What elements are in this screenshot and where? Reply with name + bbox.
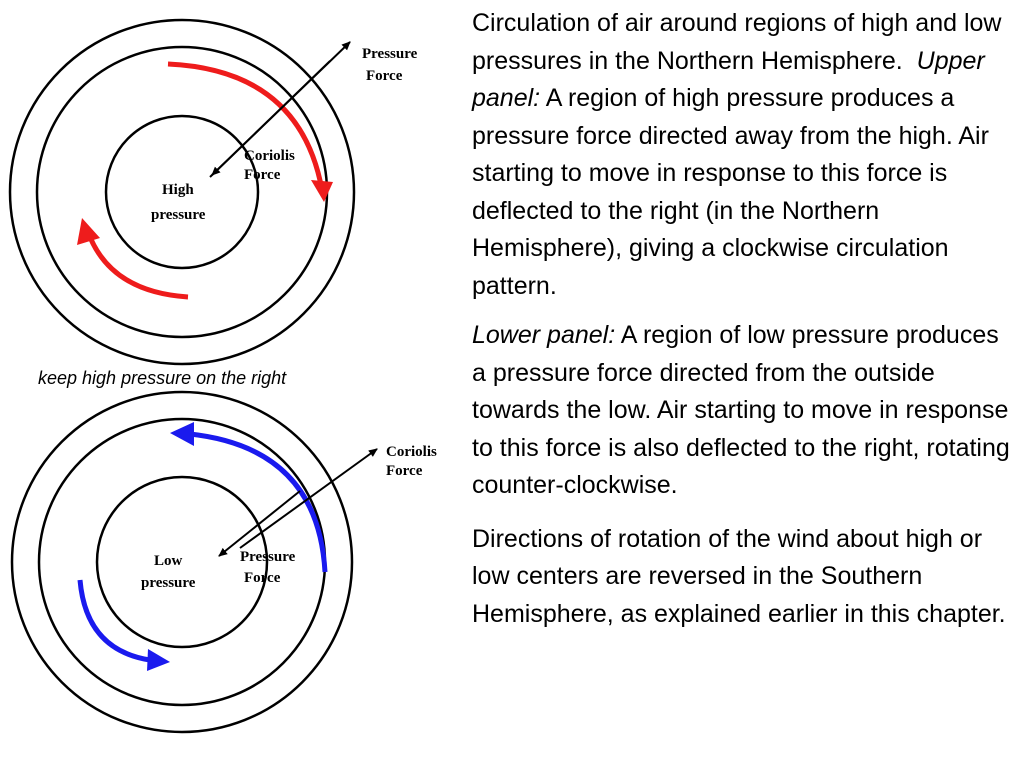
upper-panel-description: A region of high pressure produces a pre… <box>472 84 989 300</box>
upper-coriolis-force-label-line2: Force <box>244 167 281 183</box>
upper-clockwise-flow-arrow-bottom <box>77 218 189 300</box>
upper-center-label-line2: pressure <box>151 207 206 223</box>
lower-center-label-line1: Low <box>154 553 183 569</box>
explanation-text: Circulation of air around regions of hig… <box>472 5 1017 633</box>
upper-panel-label: Upper panel: <box>472 46 985 113</box>
upper-center-label-line1: High <box>162 182 194 198</box>
lower-coriolis-force-arrow <box>239 448 378 549</box>
lower-panel-label: Lower panel: <box>472 321 616 349</box>
paragraph-intro: Circulation of air around regions of hig… <box>472 9 1002 75</box>
upper-clockwise-flow-arrow-top <box>167 61 333 202</box>
upper-inner-circle <box>104 114 260 270</box>
lower-coriolis-force-label-line1: Coriolis <box>386 444 437 460</box>
upper-panel: High pressure Pressure Force Coriolis Fo… <box>8 18 418 366</box>
upper-pressure-force-label-line1: Pressure <box>362 46 418 62</box>
upper-pressure-force-label-line2: Force <box>366 68 403 84</box>
upper-outer-circle <box>8 18 356 366</box>
pressure-circulation-diagram: High pressure Pressure Force Coriolis Fo… <box>8 18 437 734</box>
paragraph-upper-panel: Circulation of air around regions of hig… <box>472 5 1017 305</box>
lower-pressure-force-arrow <box>218 490 301 557</box>
paragraph-southern-hemisphere: Directions of rotation of the wind about… <box>472 524 1006 628</box>
upper-coriolis-force-label-line1: Coriolis <box>244 148 295 164</box>
lower-inner-circle <box>95 475 269 649</box>
lower-pressure-force-label-line2: Force <box>244 570 281 586</box>
lower-panel: Low pressure Coriolis Force Pressure For… <box>10 390 437 734</box>
lower-outer-circle <box>10 390 354 734</box>
lower-coriolis-force-label-line2: Force <box>386 463 423 479</box>
lower-pressure-force-label-line1: Pressure <box>240 549 296 565</box>
paragraph-lower-panel: Lower panel: A region of low pressure pr… <box>472 317 1017 505</box>
lower-center-label-line2: pressure <box>141 575 196 591</box>
lower-counterclockwise-flow-arrow-top <box>170 422 328 573</box>
diagram-caption: keep high pressure on the right <box>38 368 287 388</box>
upper-coriolis-force-arrow <box>211 60 331 176</box>
lower-counterclockwise-flow-arrow-bottom <box>77 579 170 671</box>
lower-panel-description: A region of low pressure produces a pres… <box>472 321 1010 499</box>
